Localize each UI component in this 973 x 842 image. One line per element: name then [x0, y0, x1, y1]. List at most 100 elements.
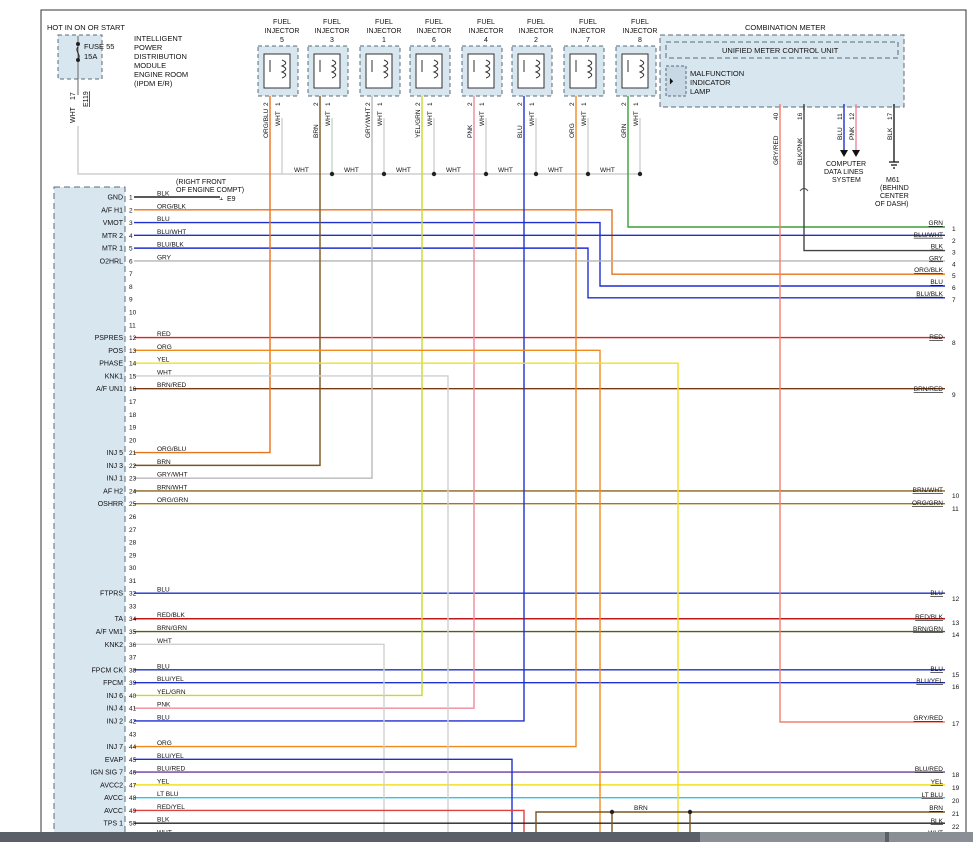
ref-num-10: 10 — [952, 493, 960, 500]
ecm-pin-10: 10 — [129, 310, 137, 317]
injector-num-5: 5 — [280, 37, 284, 44]
injector-wpin-3: 1 — [325, 102, 332, 106]
wire-ecm-13 — [134, 349, 601, 842]
ipdm-pin: 17 — [70, 92, 77, 100]
wire-gry-red — [779, 106, 945, 723]
ecm-box — [53, 186, 126, 842]
ecm-pin-37: 37 — [129, 655, 137, 662]
ref-num-4: 4 — [952, 261, 956, 268]
ecm-pin-47: 47 — [129, 782, 137, 789]
wire-ecm-45 — [134, 758, 513, 842]
ref-label-11: ORG/GRN — [912, 500, 943, 507]
injector-wht-3: WHT — [325, 111, 332, 126]
ref-num-1: 1 — [952, 226, 956, 233]
ecm-wire-color-35: BRN/GRN — [157, 625, 187, 632]
injector-wht-4: WHT — [479, 111, 486, 126]
injector-num-6: 6 — [432, 37, 436, 44]
cdl-label-2: SYSTEM — [832, 177, 861, 184]
m61-label-1: (BEHIND — [880, 185, 909, 192]
injector-pin-8: 2 — [621, 102, 628, 106]
ecm-pin-26: 26 — [129, 514, 137, 521]
ecm-pin-30: 30 — [129, 565, 137, 572]
coil-icon — [421, 59, 439, 79]
coil-icon — [371, 59, 389, 79]
ecm-pin-42: 42 — [129, 718, 137, 725]
ecm-pin-13: 13 — [129, 348, 137, 355]
injector-wpin-6: 1 — [427, 102, 434, 106]
coil-icon — [575, 59, 593, 79]
ground-note-0: (RIGHT FRONT — [176, 179, 227, 186]
ref-num-15: 15 — [952, 672, 960, 679]
ref-num-11: 11 — [952, 506, 959, 513]
combo-pin-17: 17 — [887, 112, 894, 120]
ecm-wire-color-21: ORG/BLU — [157, 446, 187, 453]
ecm-pin-8: 8 — [129, 284, 133, 291]
injector-label-l1-4: FUEL — [477, 19, 495, 26]
ref-label-6: BLU — [930, 279, 943, 286]
ref-label-19: YEL — [931, 779, 944, 786]
ecm-wire-color-44: ORG — [157, 740, 172, 747]
wire-injector-3 — [134, 118, 321, 467]
ecm-pin-40: 40 — [129, 693, 137, 700]
ecm-pin-31: 31 — [129, 578, 137, 585]
wht-bus-label: WHT — [396, 167, 411, 174]
ecm-wire-color-34: RED/BLK — [157, 612, 185, 619]
ref-num-16: 16 — [952, 684, 960, 691]
ecm-pin-48: 48 — [129, 795, 137, 802]
ground-symbol: ⫠ — [219, 195, 224, 202]
injector-pin-5: 2 — [263, 102, 270, 106]
ecm-wire-color-40: YEL/GRN — [157, 689, 186, 696]
coil-icon — [627, 59, 645, 79]
injector-wht-5: WHT — [275, 111, 282, 126]
bottom-scrollbar[interactable] — [0, 832, 973, 842]
injector-body-7 — [569, 53, 597, 89]
injector-color-6: YEL/GRN — [415, 109, 422, 138]
ref-label-5: ORG/BLK — [914, 267, 944, 274]
ref-label-15: BLU — [930, 666, 943, 673]
ecm-wire-color-50: BLK — [157, 817, 170, 824]
ipdm-box — [57, 34, 103, 80]
ecm-pin-1: 1 — [129, 195, 133, 202]
ecm-wire-color-41: PNK — [157, 702, 171, 709]
ref-num-21: 21 — [952, 811, 960, 818]
ipdm-label-1: POWER — [134, 43, 163, 52]
ecm-wire-color-25: ORG/GRN — [157, 497, 188, 504]
fuse-label: FUSE 55 — [84, 42, 114, 51]
ecm-pin-19: 19 — [129, 425, 137, 432]
ecm-label-48: AVCC — [104, 795, 123, 802]
ecm-wire-color-15: WHT — [157, 369, 172, 376]
ref-num-22: 22 — [952, 824, 960, 831]
ecm-pin-27: 27 — [129, 527, 137, 534]
ecm-wire-color-12: RED — [157, 331, 171, 338]
ipdm-label-0: INTELLIGENT — [134, 34, 183, 43]
ref-label-21: BRN — [929, 805, 943, 812]
combo-color-40: GRY/RED — [773, 135, 780, 165]
ecm-label-12: PSPRES — [95, 335, 124, 342]
ground-e9: E9 — [227, 196, 236, 203]
combo-color-12: PNK — [849, 126, 856, 140]
wht-splice-dot — [381, 171, 387, 177]
meter-unit-title: UNIFIED METER CONTROL UNIT — [722, 46, 839, 55]
ecm-label-5: MTR 1 — [102, 246, 123, 253]
combo-color-17: BLK — [887, 127, 894, 140]
arrow-down-icon — [840, 150, 848, 157]
injector-label-l2-7: INJECTOR — [571, 28, 606, 35]
ecm-pin-38: 38 — [129, 667, 137, 674]
ecm-wire-color-2: ORG/BLK — [157, 203, 187, 210]
ref-label-16: BLU/YEL — [916, 678, 943, 685]
injector-label-l2-6: INJECTOR — [417, 28, 452, 35]
cdl-label-0: COMPUTER — [826, 161, 866, 168]
injector-label-l2-3: INJECTOR — [315, 28, 350, 35]
ecm-wire-color-48: LT BLU — [157, 791, 179, 798]
fuse-node-top — [76, 42, 80, 46]
injector-label-l1-6: FUEL — [425, 19, 443, 26]
combo-pin-11: 11 — [837, 113, 844, 120]
injector-num-4: 4 — [484, 37, 488, 44]
scrollbar-segment — [889, 832, 973, 842]
ecm-label-13: POS — [108, 348, 123, 355]
injector-color-1: GRY/WHT — [365, 107, 372, 138]
cdl-label-1: DATA LINES — [824, 169, 864, 176]
coil-icon — [473, 59, 491, 79]
injector-pin-7: 2 — [569, 102, 576, 106]
combo-color-11: BLU — [837, 127, 844, 140]
